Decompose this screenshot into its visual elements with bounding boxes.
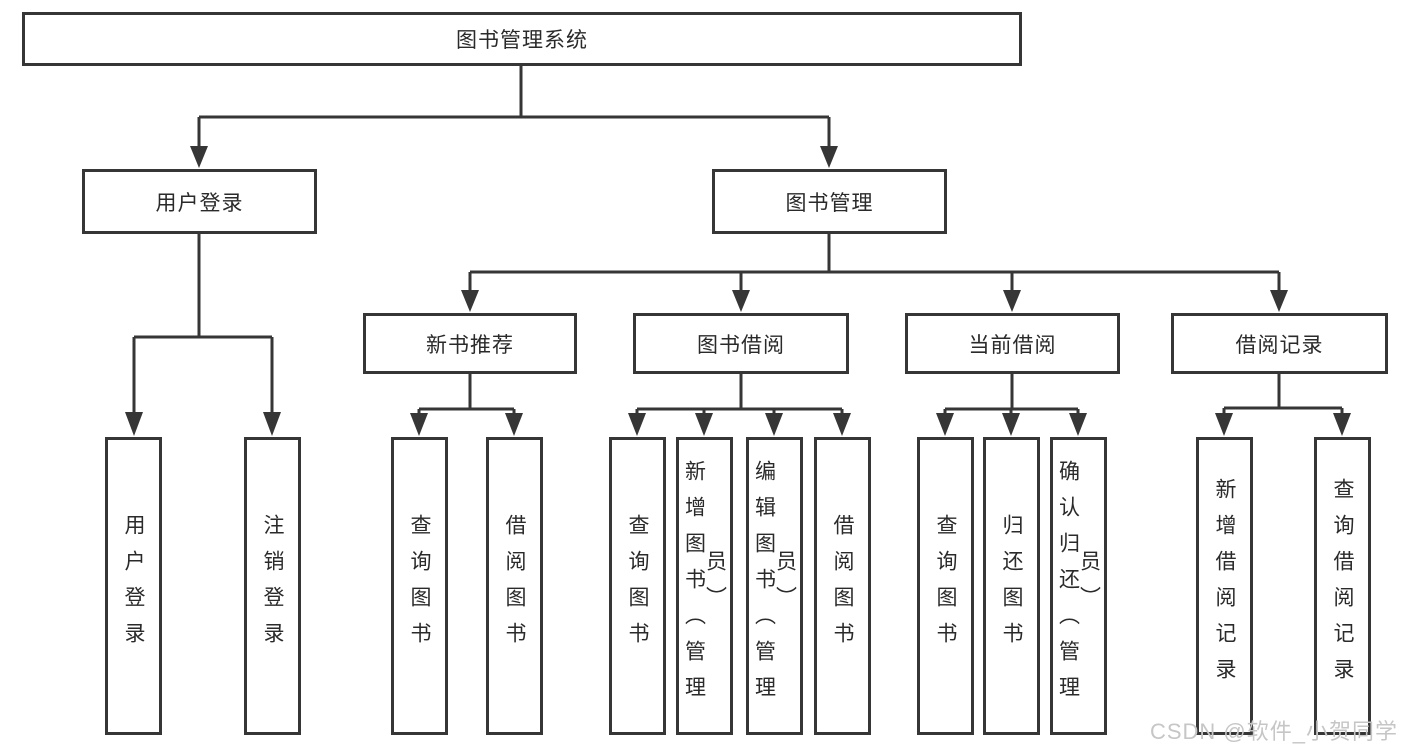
leaf-nb-borrow-books: 借阅图书 bbox=[486, 437, 543, 735]
leaf-cb-query-books: 查询图书 bbox=[917, 437, 974, 735]
node-borrow-record: 借阅记录 bbox=[1171, 313, 1388, 374]
branch-book-borrow-arrowheads bbox=[628, 413, 851, 436]
node-label: 借阅图书 bbox=[831, 514, 854, 658]
node-book-management: 图书管理 bbox=[712, 169, 947, 234]
branch-borrow-record bbox=[1222, 374, 1344, 414]
node-label: 确认归还（管理员） bbox=[1056, 460, 1101, 712]
leaf-user-login: 用户登录 bbox=[105, 437, 162, 735]
leaf-bb-query-books: 查询图书 bbox=[609, 437, 666, 735]
node-label: 查询图书 bbox=[626, 514, 649, 658]
node-label: 新书推荐 bbox=[426, 333, 514, 357]
node-label: 图书管理系统 bbox=[456, 29, 588, 52]
branch-book-borrow bbox=[635, 374, 844, 414]
branch-book-management-arrowheads bbox=[461, 290, 1288, 312]
node-label: 图书管理 bbox=[785, 191, 874, 215]
node-label: 借阅图书 bbox=[503, 514, 526, 658]
branch-current-borrow bbox=[943, 374, 1080, 414]
leaf-bb-edit-book-admin: 编辑图书（管理员） bbox=[746, 437, 803, 735]
node-label: 用户登录 bbox=[122, 514, 145, 658]
branch-new-book-arrowheads bbox=[410, 413, 523, 436]
node-label: 用户登录 bbox=[155, 191, 244, 215]
node-label: 新增图书（管理员） bbox=[682, 460, 727, 712]
branch-user-login bbox=[132, 233, 274, 413]
node-label: 编辑图书（管理员） bbox=[752, 460, 797, 712]
node-label: 查询借阅记录 bbox=[1331, 478, 1354, 694]
node-label: 查询图书 bbox=[408, 514, 431, 658]
node-login: 用户登录 bbox=[82, 169, 317, 234]
branch-new-book bbox=[417, 374, 516, 414]
leaf-cb-return-books: 归还图书 bbox=[983, 437, 1040, 735]
node-label: 查询图书 bbox=[934, 514, 957, 658]
csdn-watermark: CSDN @软件_小贺同学 bbox=[1149, 719, 1398, 744]
branch-root-arrowheads bbox=[190, 146, 838, 168]
leaf-logout: 注销登录 bbox=[244, 437, 301, 735]
node-book-borrow: 图书借阅 bbox=[633, 313, 849, 374]
node-label: 借阅记录 bbox=[1235, 333, 1324, 357]
node-current-borrow: 当前借阅 bbox=[905, 313, 1120, 374]
branch-borrow-record-arrowheads bbox=[1215, 413, 1351, 436]
branch-root bbox=[197, 66, 831, 147]
node-label: 注销登录 bbox=[261, 514, 284, 658]
branch-user-login-arrowheads bbox=[125, 412, 281, 436]
leaf-bb-add-book-admin: 新增图书（管理员） bbox=[676, 437, 733, 735]
branch-current-borrow-arrowheads bbox=[936, 413, 1087, 436]
leaf-cb-confirm-return-admin: 确认归还（管理员） bbox=[1050, 437, 1107, 735]
node-library-system: 图书管理系统 bbox=[22, 12, 1022, 66]
leaf-br-add-borrow-record: 新增借阅记录 bbox=[1196, 437, 1253, 735]
node-label: 当前借阅 bbox=[968, 333, 1057, 357]
node-label: 图书借阅 bbox=[697, 333, 785, 357]
leaf-br-query-borrow-record: 查询借阅记录 bbox=[1314, 437, 1371, 735]
leaf-nb-query-books: 查询图书 bbox=[391, 437, 448, 735]
node-new-book-recommend: 新书推荐 bbox=[363, 313, 577, 374]
branch-book-management bbox=[468, 234, 1281, 291]
node-label: 归还图书 bbox=[1000, 514, 1023, 658]
node-label: 新增借阅记录 bbox=[1213, 478, 1236, 694]
leaf-bb-borrow-books: 借阅图书 bbox=[814, 437, 871, 735]
